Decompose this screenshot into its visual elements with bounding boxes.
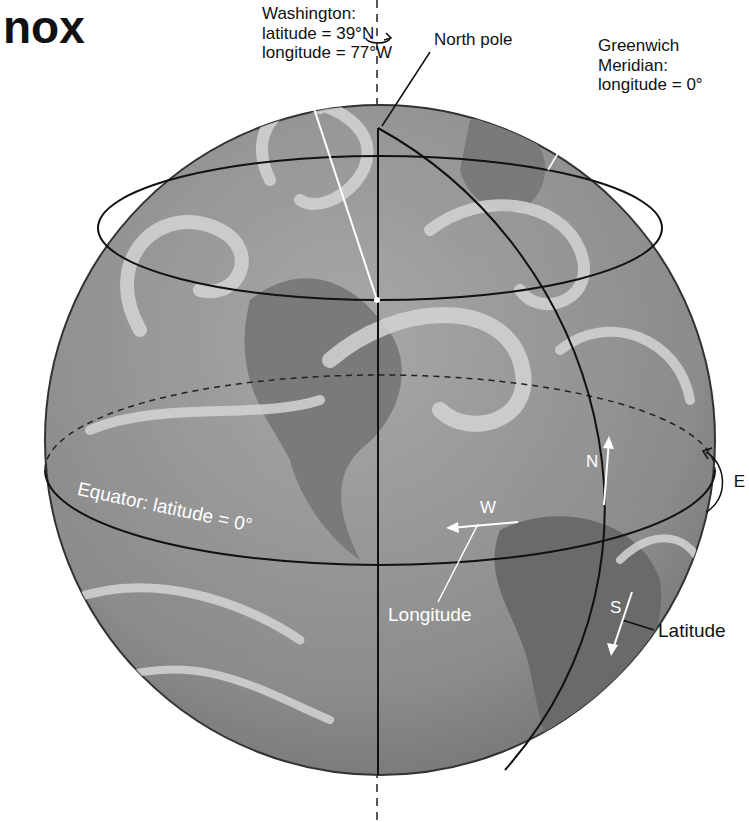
washington-dot	[374, 297, 380, 303]
rotation-arrowhead	[384, 33, 391, 40]
leader-line	[438, 524, 478, 602]
latitude-circle	[98, 156, 662, 300]
east-rotation-arrow	[706, 452, 723, 512]
arrowhead	[446, 522, 459, 533]
cloud-swirls	[70, 104, 705, 720]
central-meridian	[377, 128, 379, 775]
equator-back	[45, 375, 715, 470]
meridian-label: Greenwich Meridian: longitude = 0°	[598, 36, 738, 95]
leader-line	[382, 52, 430, 126]
direction-label: S	[610, 598, 621, 618]
arrowhead	[703, 448, 712, 459]
leader-line	[622, 620, 654, 630]
arrowhead	[607, 643, 618, 656]
axis-label: Longitude	[388, 604, 471, 626]
title-fragment: nox	[3, 4, 85, 50]
arrowhead	[603, 436, 614, 449]
equator	[45, 470, 715, 565]
west-arrow	[450, 522, 518, 528]
leader-line	[548, 96, 592, 170]
location-label: Washington: latitude = 39°N longitude = …	[262, 4, 412, 63]
direction-label: E	[734, 472, 745, 492]
direction-label: W	[480, 498, 496, 518]
globe	[45, 105, 715, 775]
leader-line	[302, 72, 377, 300]
north-arrow	[604, 440, 609, 505]
axis-label: Latitude	[658, 620, 726, 642]
pole-label: North pole	[434, 30, 512, 50]
direction-label: N	[586, 452, 598, 472]
greenwich-meridian	[378, 128, 605, 770]
